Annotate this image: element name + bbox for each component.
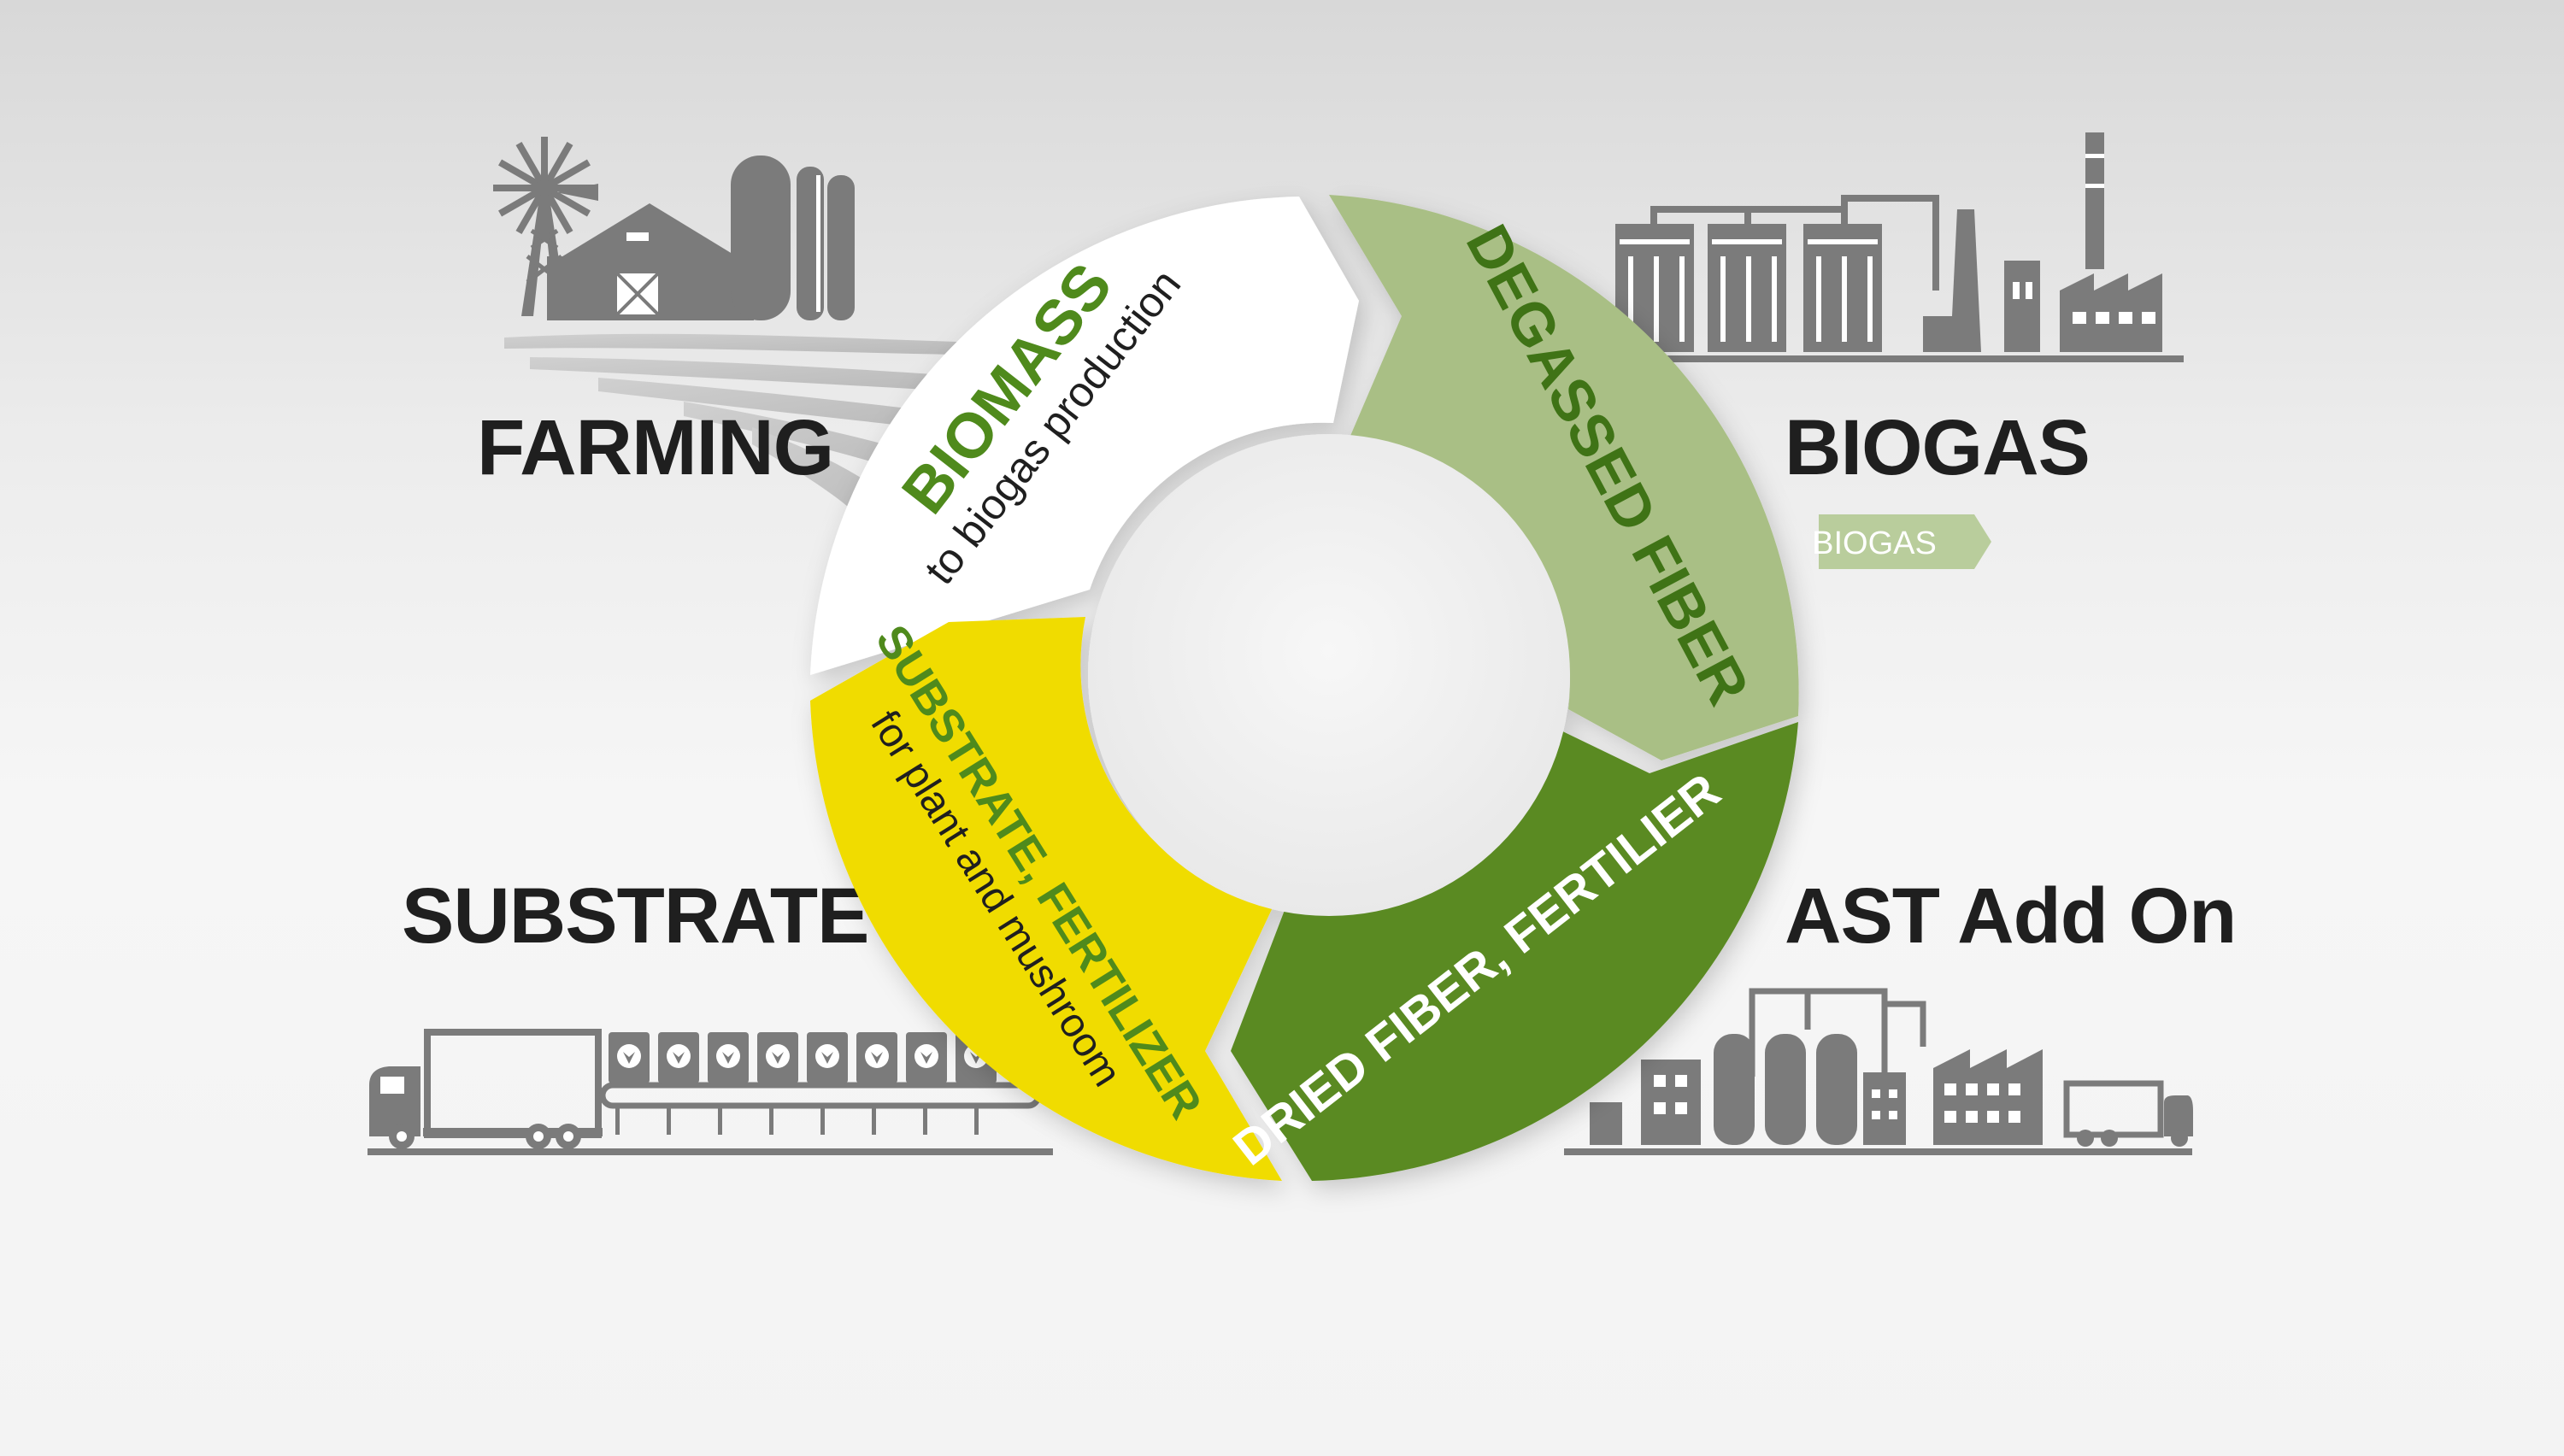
windmill-icon [493,137,598,316]
truck-conveyor-icon [368,1029,1053,1155]
biogas-output-tag: BIOGAS [1812,514,1991,569]
segment-dried [1231,713,1798,1181]
biogas-plant-icon [1607,132,2184,362]
label-substrate: SUBSTRATE [402,872,868,960]
label-farming: FARMING [477,404,833,491]
factory-icon [1564,988,2193,1155]
segment-substrate [810,617,1282,1181]
segment-degassed [1329,195,1799,760]
segment-biomass [810,197,1359,675]
cycle-ring [810,195,1799,1181]
biogas-tag-label: BIOGAS [1812,525,1937,561]
label-biogas: BIOGAS [1785,404,2090,491]
label-ast-add-on: AST Add On [1785,872,2236,960]
